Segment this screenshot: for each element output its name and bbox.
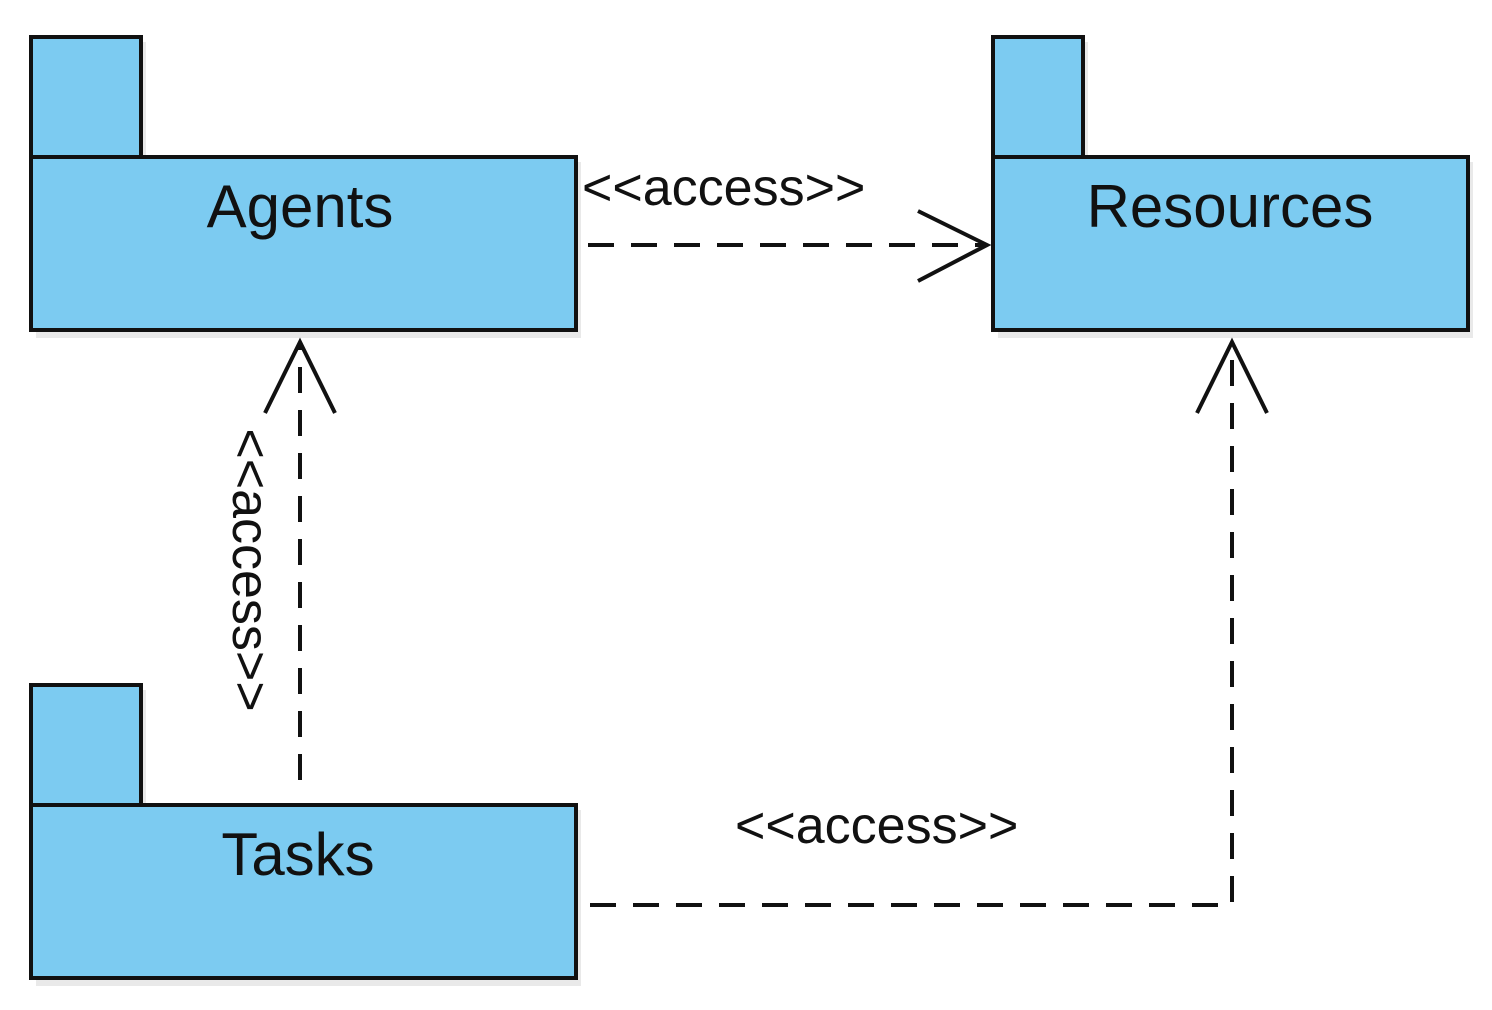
open-arrowhead-icon [263, 337, 337, 414]
dependency-tasks-to-resources-line [590, 346, 1234, 907]
package-tasks-tab [29, 683, 143, 807]
package-agents[interactable]: Agents [29, 35, 581, 338]
dependency-tasks-to-resources[interactable]: <<access>> [590, 337, 1269, 907]
package-tasks-label: Tasks [221, 821, 374, 888]
package-agents-body [29, 155, 578, 332]
package-tasks[interactable]: Tasks [29, 683, 581, 986]
dependency-tasks-to-agents-label: <<access>> [221, 428, 279, 711]
package-resources-tab [991, 35, 1085, 159]
open-arrowhead-icon [1195, 337, 1269, 414]
package-agents-tab [29, 35, 143, 159]
dependency-agents-to-resources-label: <<access>> [582, 159, 865, 217]
package-agents-label: Agents [207, 173, 394, 240]
dependency-tasks-to-agents[interactable]: <<access>> [221, 337, 337, 780]
dependency-agents-to-resources[interactable]: <<access>> [582, 159, 992, 283]
package-resources[interactable]: Resources [991, 35, 1473, 338]
dependency-tasks-to-resources-label: <<access>> [735, 797, 1018, 855]
open-arrowhead-icon [917, 209, 992, 283]
package-resources-body [991, 155, 1470, 332]
package-tasks-body [29, 803, 578, 980]
package-resources-label: Resources [1087, 173, 1374, 240]
